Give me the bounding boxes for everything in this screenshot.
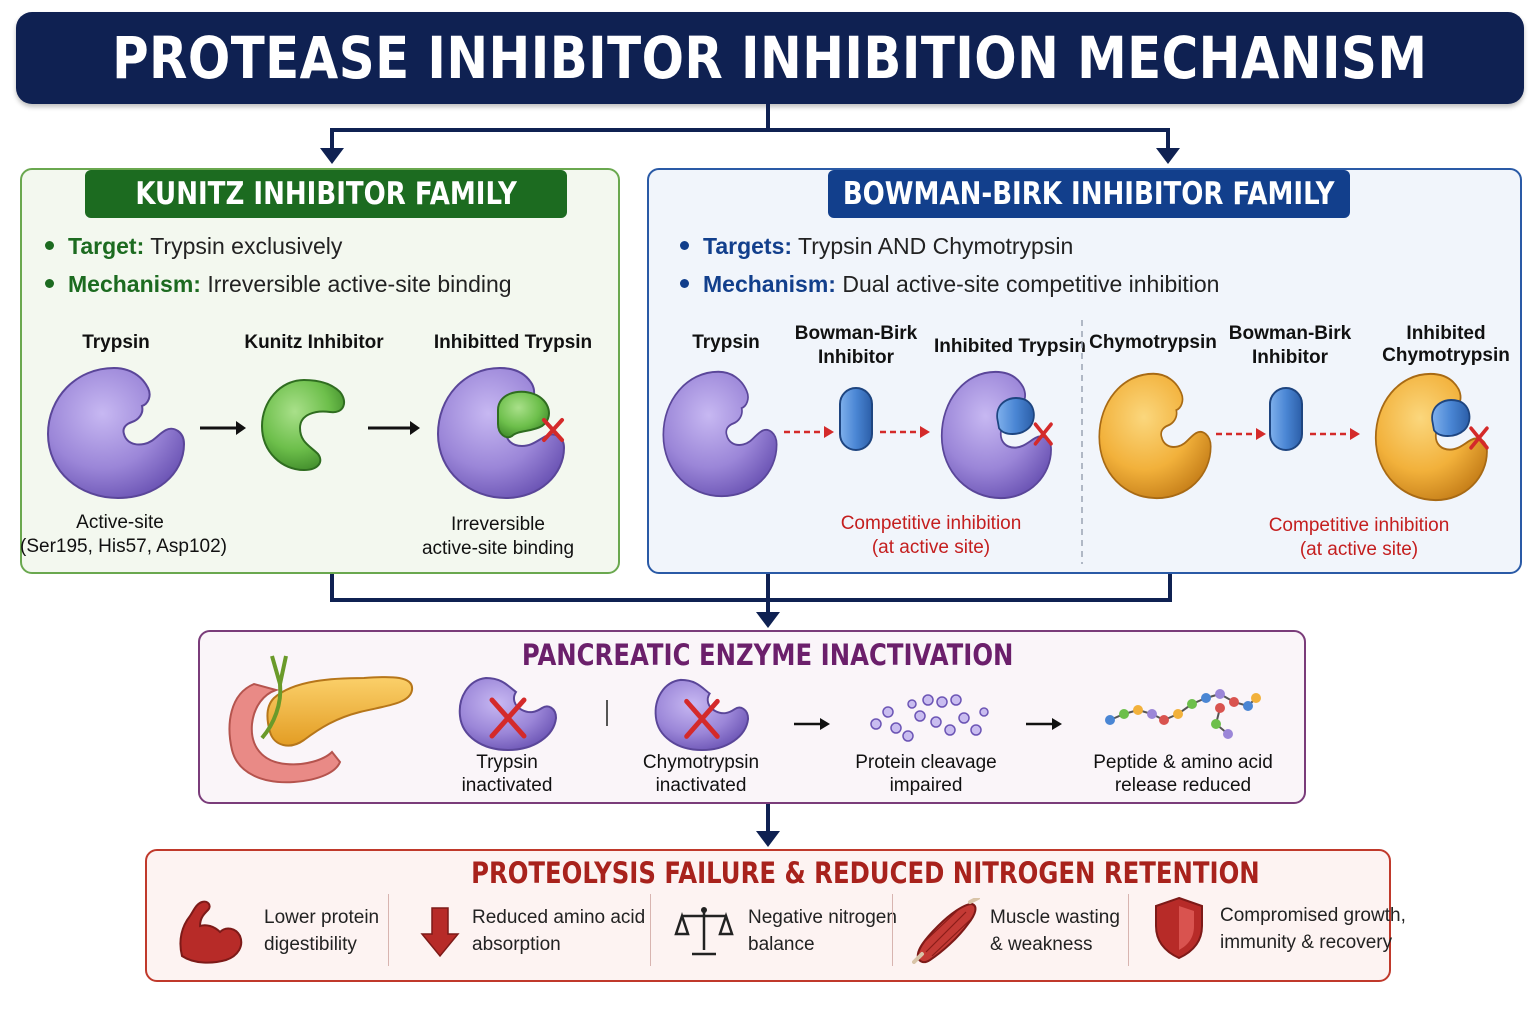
- dashed-arrow-icon: [784, 426, 834, 438]
- muscle-icon: [912, 898, 980, 964]
- dashed-arrow-icon: [1310, 428, 1360, 440]
- arrowhead-kunitz: [320, 148, 344, 164]
- peptide-chain-icon: [1105, 689, 1261, 739]
- page-title-bar: PROTEASE INHIBITOR INHIBITION MECHANISM: [16, 12, 1524, 104]
- bbi-inhibitor-label-2a: Bowman-Birk: [1228, 323, 1352, 344]
- effect-nitrogen-1: Negative nitrogen: [748, 907, 897, 928]
- bbi-inhibitor-label-2b: Inhibitor: [1252, 347, 1328, 368]
- inactivated-trypsin-icon: [458, 676, 558, 752]
- chymotrypsin-enzyme-icon: [1098, 372, 1212, 500]
- inhibited-chymotrypsin-icon: [1374, 372, 1489, 502]
- inhibit-x-icon: [1033, 422, 1053, 446]
- effect-separator: [892, 894, 893, 966]
- arrowhead-bbi: [1156, 148, 1180, 164]
- competitive-caption-2b: (at active site): [1299, 539, 1419, 560]
- kunitz-family-label: KUNITZ INHIBITOR FAMILY: [85, 170, 567, 218]
- connector-to-bbi: [768, 128, 1170, 150]
- connector-merge: [330, 574, 1172, 602]
- effect-digestibility-2: digestibility: [264, 934, 357, 955]
- irreversible-caption-1: Irreversible: [451, 514, 545, 535]
- effect-growth-1: Compromised growth,: [1220, 905, 1406, 926]
- kunitz-target-bullet: Target: Trypsin exclusively: [45, 233, 342, 260]
- kunitz-inhibitor-icon: [260, 378, 346, 472]
- bbi-inhibitor-icon: [1269, 387, 1303, 451]
- inactivated-divider: [606, 700, 608, 726]
- bowman-birk-family-label: BOWMAN-BIRK INHIBITOR FAMILY: [828, 170, 1350, 218]
- bowman-birk-panel: [647, 168, 1522, 574]
- inhibit-x-icon: [1469, 426, 1489, 450]
- bbi-inhibitor-label-1a: Bowman-Birk: [794, 323, 918, 344]
- peptide-caption-1: Peptide & amino acid: [1093, 752, 1273, 773]
- connector-to-kunitz: [330, 104, 770, 150]
- proteolysis-title: PROTEOLYSIS FAILURE & REDUCED NITROGEN R…: [471, 856, 1260, 890]
- effect-absorption-2: absorption: [472, 934, 561, 955]
- trypsin-inactivated-caption-2: inactivated: [461, 775, 553, 796]
- chymo-inactivated-caption-1: Chymotrypsin: [642, 752, 760, 773]
- effect-nitrogen-2: balance: [748, 934, 815, 955]
- dashed-arrow-icon: [880, 426, 930, 438]
- effect-muscle-1: Muscle wasting: [990, 907, 1120, 928]
- bbi-inhibited-trypsin-label: Inhibited Trypsin: [933, 336, 1086, 357]
- page-title: PROTEASE INHIBITOR INHIBITION MECHANISM: [112, 24, 1428, 92]
- bbi-trypsin-enzyme-icon: [662, 370, 778, 498]
- arrow-right-icon: [794, 718, 830, 730]
- arrow-right-icon: [1026, 718, 1062, 730]
- arrowhead-proteolysis: [756, 831, 780, 847]
- kunitz-trypsin-label: Trypsin: [82, 332, 150, 353]
- shield-icon: [1155, 896, 1203, 960]
- inhibit-x-icon: [489, 697, 527, 739]
- chymo-inactivated-caption-2: inactivated: [655, 775, 747, 796]
- arrowhead-pancreatic: [756, 612, 780, 628]
- bbi-mechanism-bullet: Mechanism: Dual active-site competitive …: [680, 271, 1219, 298]
- pancreas-icon: [228, 655, 414, 784]
- competitive-caption-2a: Competitive inhibition: [1268, 515, 1450, 536]
- arrow-right-icon: [368, 421, 420, 435]
- effect-growth-2: immunity & recovery: [1220, 932, 1393, 953]
- peptide-caption-2: release reduced: [1114, 775, 1252, 796]
- kunitz-inhibitor-label: Kunitz Inhibitor: [244, 332, 384, 353]
- inhibit-x-icon: [542, 418, 564, 442]
- kunitz-inhibited-label: Inhibitted Trypsin: [433, 332, 593, 353]
- active-site-caption-1: Active-site: [76, 512, 164, 533]
- down-arrow-icon: [420, 907, 460, 958]
- bbi-trypsin-label: Trypsin: [692, 332, 760, 353]
- inhibit-x-icon: [684, 698, 720, 739]
- inhibited-trypsin-icon: [436, 366, 566, 500]
- cleavage-caption-2: impaired: [889, 775, 963, 796]
- dashed-arrow-icon: [1216, 428, 1266, 440]
- flexed-arm-icon: [179, 900, 243, 964]
- kunitz-mechanism-bullet: Mechanism: Irreversible active-site bind…: [45, 271, 512, 298]
- effect-separator: [1128, 894, 1129, 966]
- bbi-inhibitor-label-1b: Inhibitor: [818, 347, 894, 368]
- bbi-chymotrypsin-label: Chymotrypsin: [1089, 332, 1217, 353]
- bbi-divider: [1081, 320, 1083, 564]
- competitive-caption-1b: (at active site): [871, 537, 991, 558]
- scattered-amino-acids-icon: [870, 694, 989, 742]
- effect-separator: [650, 894, 651, 966]
- bbi-targets-bullet: Targets: Trypsin AND Chymotrypsin: [680, 233, 1073, 260]
- inactivated-chymotrypsin-icon: [654, 678, 750, 752]
- cleavage-caption-1: Protein cleavage: [855, 752, 997, 773]
- arrow-right-icon: [200, 421, 246, 435]
- effect-separator: [388, 894, 389, 966]
- competitive-caption-1a: Competitive inhibition: [840, 513, 1022, 534]
- active-site-caption-2: (Ser195, His57, Asp102): [20, 536, 228, 557]
- effect-muscle-2: & weakness: [990, 934, 1093, 955]
- effect-digestibility-1: Lower protein: [264, 907, 380, 928]
- pancreatic-title: PANCREATIC ENZYME INACTIVATION: [522, 638, 1014, 672]
- bbi-inhibited-trypsin-icon: [940, 370, 1053, 500]
- trypsin-inactivated-caption-1: Trypsin: [476, 752, 538, 773]
- bbi-inhibitor-icon: [839, 387, 873, 451]
- bbi-inhibited-chymo-label-b: Chymotrypsin: [1382, 345, 1510, 366]
- irreversible-caption-2: active-site binding: [421, 538, 575, 559]
- balance-scale-icon: [674, 907, 734, 956]
- effect-absorption-1: Reduced amino acid: [472, 907, 646, 928]
- trypsin-enzyme-icon: [46, 366, 186, 500]
- bbi-inhibited-chymo-label-a: Inhibited: [1406, 323, 1486, 344]
